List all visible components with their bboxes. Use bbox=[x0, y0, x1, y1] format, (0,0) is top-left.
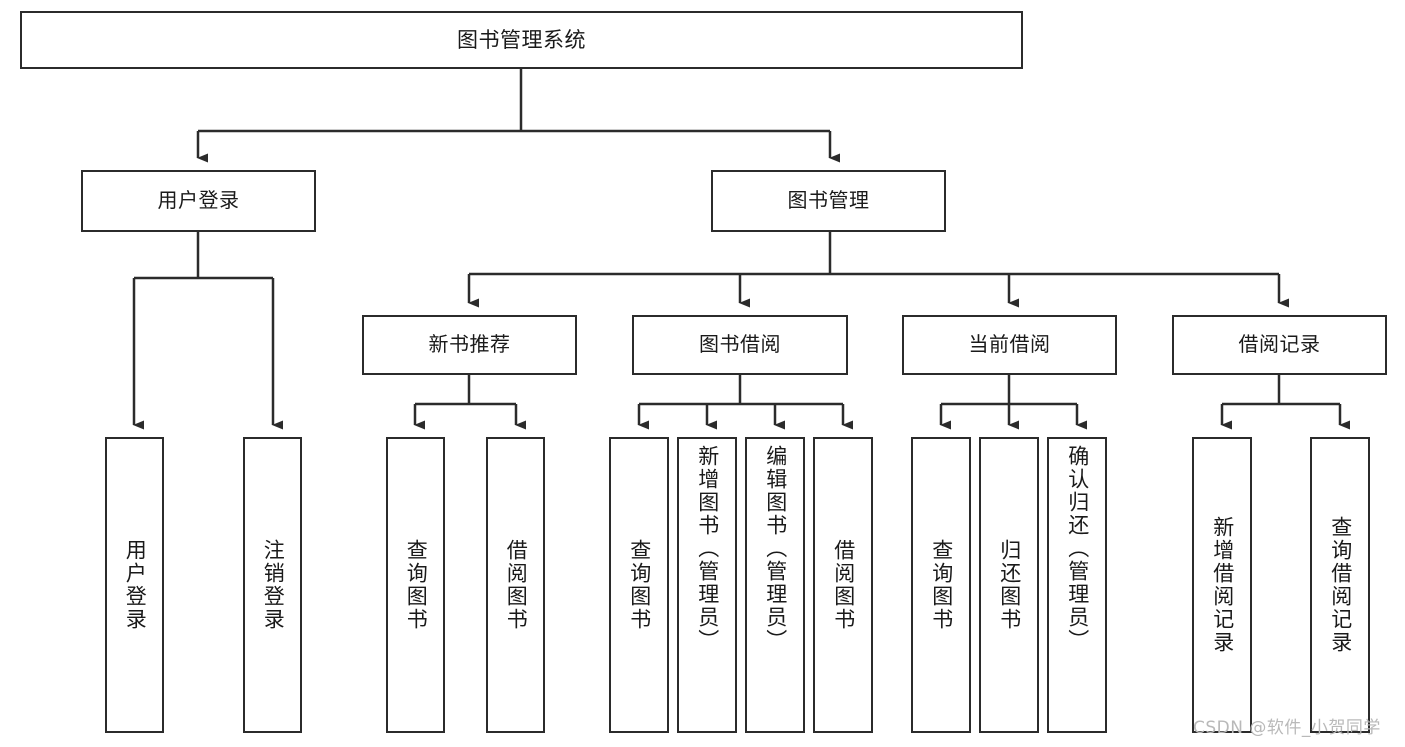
node-leaf-add-book-admin[interactable]: 新增图书（管理员） bbox=[677, 437, 737, 733]
node-leaf-edit-book-admin[interactable]: 编辑图书（管理员） bbox=[745, 437, 805, 733]
node-label: 新书推荐 bbox=[428, 332, 511, 357]
node-leaf-return-book[interactable]: 归还图书 bbox=[979, 437, 1039, 733]
node-book-management[interactable]: 图书管理 bbox=[711, 170, 946, 232]
node-label: 当前借阅 bbox=[968, 332, 1051, 357]
node-leaf-query-book-current[interactable]: 查询图书 bbox=[911, 437, 971, 733]
node-leaf-query-book-borrow[interactable]: 查询图书 bbox=[609, 437, 669, 733]
node-leaf-borrow-book-recommend[interactable]: 借阅图书 bbox=[486, 437, 545, 733]
node-label: 用户登录 bbox=[123, 539, 148, 631]
csdn-watermark: CSDN @软件_小贺同学 bbox=[1193, 718, 1381, 738]
node-label: 借阅图书 bbox=[831, 539, 856, 631]
node-label: 新增借阅记录 bbox=[1210, 516, 1235, 654]
node-leaf-query-borrow-record[interactable]: 查询借阅记录 bbox=[1310, 437, 1370, 733]
node-leaf-borrow-book[interactable]: 借阅图书 bbox=[813, 437, 873, 733]
node-label: 查询图书 bbox=[627, 539, 652, 631]
node-label: 借阅记录 bbox=[1238, 332, 1321, 357]
node-label: 图书管理系统 bbox=[457, 27, 586, 52]
node-current-borrow[interactable]: 当前借阅 bbox=[902, 315, 1117, 375]
node-label: 用户登录 bbox=[157, 188, 240, 213]
node-leaf-confirm-return-admin[interactable]: 确认归还（管理员） bbox=[1047, 437, 1107, 733]
node-label: 归还图书 bbox=[997, 539, 1022, 631]
node-book-borrow[interactable]: 图书借阅 bbox=[632, 315, 848, 375]
node-label: 图书管理 bbox=[787, 188, 870, 213]
node-label: 借阅图书 bbox=[504, 539, 529, 631]
node-label: 确认归还（管理员） bbox=[1065, 445, 1090, 652]
node-leaf-user-login[interactable]: 用户登录 bbox=[105, 437, 164, 733]
node-label: 新增图书（管理员） bbox=[695, 445, 720, 652]
node-borrow-record[interactable]: 借阅记录 bbox=[1172, 315, 1387, 375]
node-label: 查询借阅记录 bbox=[1328, 516, 1353, 654]
node-label: 编辑图书（管理员） bbox=[763, 445, 788, 652]
node-leaf-add-borrow-record[interactable]: 新增借阅记录 bbox=[1192, 437, 1252, 733]
node-root-book-management-system[interactable]: 图书管理系统 bbox=[20, 11, 1023, 69]
node-new-book-recommend[interactable]: 新书推荐 bbox=[362, 315, 577, 375]
node-label: 查询图书 bbox=[929, 539, 954, 631]
node-label: 查询图书 bbox=[404, 539, 429, 631]
node-leaf-query-book-recommend[interactable]: 查询图书 bbox=[386, 437, 445, 733]
node-user-login[interactable]: 用户登录 bbox=[81, 170, 316, 232]
node-label: 图书借阅 bbox=[699, 332, 781, 357]
node-label: 注销登录 bbox=[261, 539, 286, 631]
node-leaf-logout[interactable]: 注销登录 bbox=[243, 437, 302, 733]
